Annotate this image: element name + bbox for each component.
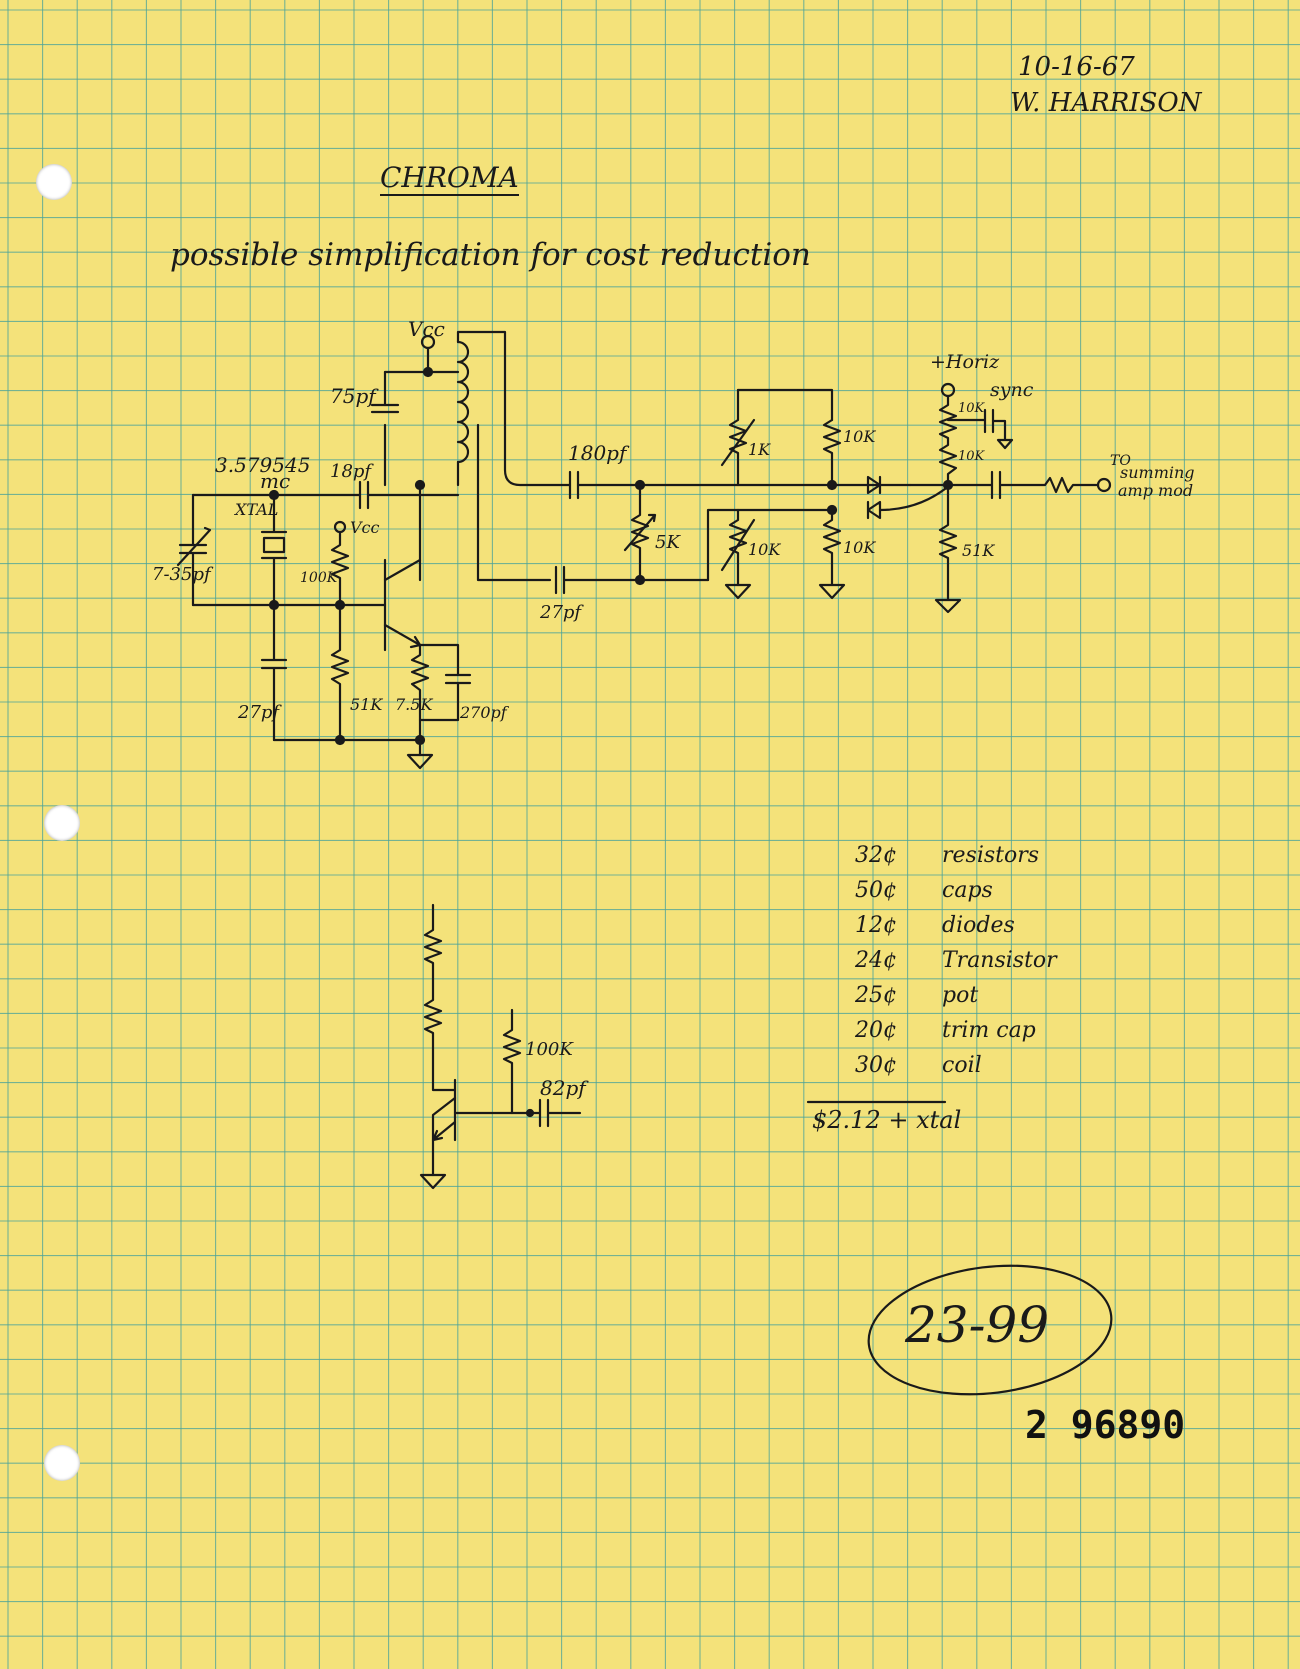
page-subtitle: possible simplification for cost reducti… — [170, 237, 811, 273]
label-vcc-top: Vcc — [408, 317, 445, 341]
cost-amount: 20¢ — [855, 1018, 897, 1043]
label-res-10k-bottom: 10K — [843, 538, 876, 557]
cost-amount: 30¢ — [855, 1053, 897, 1078]
label-horiz-sync-1: +Horiz — [930, 351, 1000, 373]
junction — [414, 734, 426, 746]
date-note: 10-16-67 — [1018, 52, 1135, 82]
circled-number: 23-99 — [905, 1296, 1050, 1354]
bias-resistor-100k — [330, 520, 350, 607]
label-vcc-mid: Vcc — [350, 518, 380, 537]
tank-coil — [383, 330, 572, 582]
label-res-100k: 100K — [300, 570, 339, 586]
label-res-51k-left: 51K — [350, 695, 383, 714]
oscillator-transistor — [383, 558, 422, 652]
cost-amount: 24¢ — [855, 948, 897, 973]
label-cap-27pf-left: 27pf — [237, 702, 282, 723]
label-to: TO — [1110, 453, 1131, 469]
label-cap-18pf: 18pf — [330, 461, 374, 482]
label-xtal-unit: mc — [260, 469, 290, 493]
cost-item: caps — [942, 878, 993, 903]
page-title: CHROMA — [380, 161, 519, 196]
cost-item: coil — [942, 1053, 982, 1078]
capacitor-75pf — [370, 403, 400, 414]
cost-amount: 25¢ — [855, 983, 897, 1008]
diode-pair — [866, 475, 952, 520]
cost-amount: 12¢ — [855, 913, 897, 938]
label-to-dest-1: summing — [1120, 463, 1195, 482]
label-res-51k-right: 51K — [962, 541, 995, 560]
label-xtal-freq: 3.579545 — [215, 453, 310, 477]
label-res-10k-sync2: 10K — [958, 449, 986, 464]
label-cap-27pf-mid: 27pf — [539, 602, 584, 623]
label-to-dest-2: amp mod — [1118, 481, 1193, 500]
pot-5k — [623, 483, 657, 582]
circled-number-outline — [867, 1264, 1113, 1396]
label-xtal: XTAL — [233, 500, 278, 519]
document-stamp-number: 2 96890 — [1025, 1403, 1186, 1447]
cost-item: diodes — [942, 913, 1015, 938]
junction — [334, 734, 346, 746]
label-res-7-5k: 7.5K — [395, 695, 433, 714]
label-cap-180pf: 180pf — [568, 441, 630, 465]
label-pot-bottom: 10K — [748, 540, 781, 559]
label-res-10k-sync1: 10K — [958, 401, 986, 416]
label-cap-75pf: 75pf — [330, 384, 379, 408]
ground-symbol — [406, 753, 434, 770]
label-cap-270pf: 270pf — [459, 703, 510, 722]
label-cap-trim: 7-35pf — [152, 564, 214, 585]
label-horiz-sync-2: sync — [990, 379, 1034, 401]
author-note: W. HARRISON — [1010, 88, 1202, 118]
cost-item: pot — [942, 983, 979, 1008]
label-res-10k-top: 10K — [843, 427, 876, 446]
transistor-sub-circuit — [419, 903, 582, 1190]
junction — [422, 366, 434, 378]
cost-amount: 32¢ — [855, 843, 897, 868]
cost-total: $2.12 + xtal — [812, 1106, 962, 1134]
sub-label-res-100k: 100K — [525, 1039, 574, 1060]
cost-item: trim cap — [942, 1018, 1036, 1043]
binder-hole-middle — [44, 805, 80, 841]
binder-hole-bottom — [44, 1445, 80, 1481]
cost-amount: 50¢ — [855, 878, 897, 903]
label-pot-top: 1K — [748, 440, 771, 459]
cost-item: Transistor — [942, 948, 1057, 973]
sub-label-cap-82pf: 82pf — [540, 1076, 589, 1100]
capacitor-18pf — [358, 480, 370, 510]
binder-hole-top — [36, 164, 72, 200]
crystal — [260, 493, 288, 607]
cost-item: resistors — [942, 843, 1040, 868]
label-pot-5k: 5K — [655, 532, 681, 553]
junction — [826, 479, 838, 491]
trim-capacitor — [176, 493, 212, 607]
